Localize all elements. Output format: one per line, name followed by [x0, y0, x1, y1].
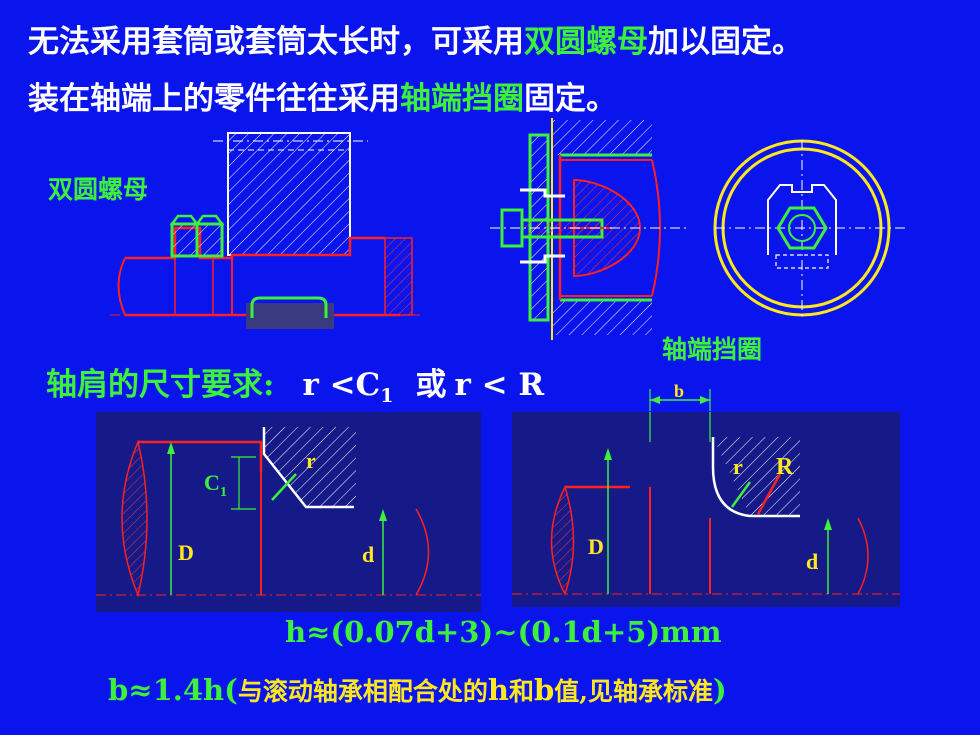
- formula-b-g: ): [712, 673, 727, 707]
- end-retainer-label: 轴端挡圈: [662, 335, 763, 364]
- shoulder-fig-left: C 1 r D d: [96, 412, 481, 612]
- formula-b-d: 和: [508, 677, 534, 706]
- header-line-2-a: 装在轴端上的零件往往采用: [28, 81, 400, 117]
- requirement-expr-a: r <C: [302, 367, 381, 403]
- requirement-or: 或: [415, 367, 447, 403]
- header-line-2: 装在轴端上的零件往往采用轴端挡圈固定。: [28, 73, 617, 118]
- fig-right-D-label: D: [588, 534, 604, 559]
- formula-b-c: h: [487, 673, 509, 707]
- header-line-1-c: 加以固定。: [648, 24, 803, 60]
- fig-right-b-label: b: [674, 381, 684, 401]
- requirement-title: 轴肩的尺寸要求:: [46, 367, 275, 403]
- fig-right-d-label: d: [806, 549, 818, 574]
- formula-h: h≈(0.07d+3)~(0.1d+5)mm: [285, 615, 722, 649]
- requirement-expr-a-sub: 1: [380, 385, 394, 407]
- header-line-1-a: 无法采用套筒或套筒太长时，可采用: [28, 24, 524, 60]
- end-retainer-front-drawing: [713, 139, 905, 320]
- header-end-retainer-term: 轴端挡圈: [400, 81, 524, 117]
- double-nut-label: 双圆螺母: [48, 175, 149, 204]
- double-nut-drawing: [110, 132, 420, 329]
- fig-left-c-sub: 1: [220, 485, 227, 500]
- end-retainer-section-drawing: [490, 118, 690, 340]
- header-line-1: 无法采用套筒或套筒太长时，可采用双圆螺母加以固定。: [28, 16, 803, 61]
- b-dimension: b: [649, 381, 711, 411]
- fig-left-r-label: r: [306, 448, 316, 473]
- fig-right-r-label: r: [733, 454, 743, 479]
- header-line-2-c: 固定。: [524, 81, 617, 117]
- requirement-expr-b: r < R: [454, 367, 545, 403]
- fig-left-d-label: d: [362, 542, 374, 567]
- formula-b-e: b: [533, 673, 555, 707]
- shoulder-fig-right: r R D d: [512, 412, 900, 607]
- formula-b-b: 与滚动轴承相配合处的: [237, 677, 488, 706]
- formula-b-a: b≈1.4h(: [108, 673, 238, 707]
- fig-left-D-label: D: [178, 540, 194, 565]
- fig-left-c-label: C: [204, 470, 220, 495]
- header-double-nut-term: 双圆螺母: [524, 24, 648, 60]
- formula-b-f: 值,见轴承标准: [554, 677, 713, 706]
- formula-b: b≈1.4h(与滚动轴承相配合处的h和b值,见轴承标准): [108, 672, 727, 708]
- fig-right-R-label: R: [776, 454, 794, 480]
